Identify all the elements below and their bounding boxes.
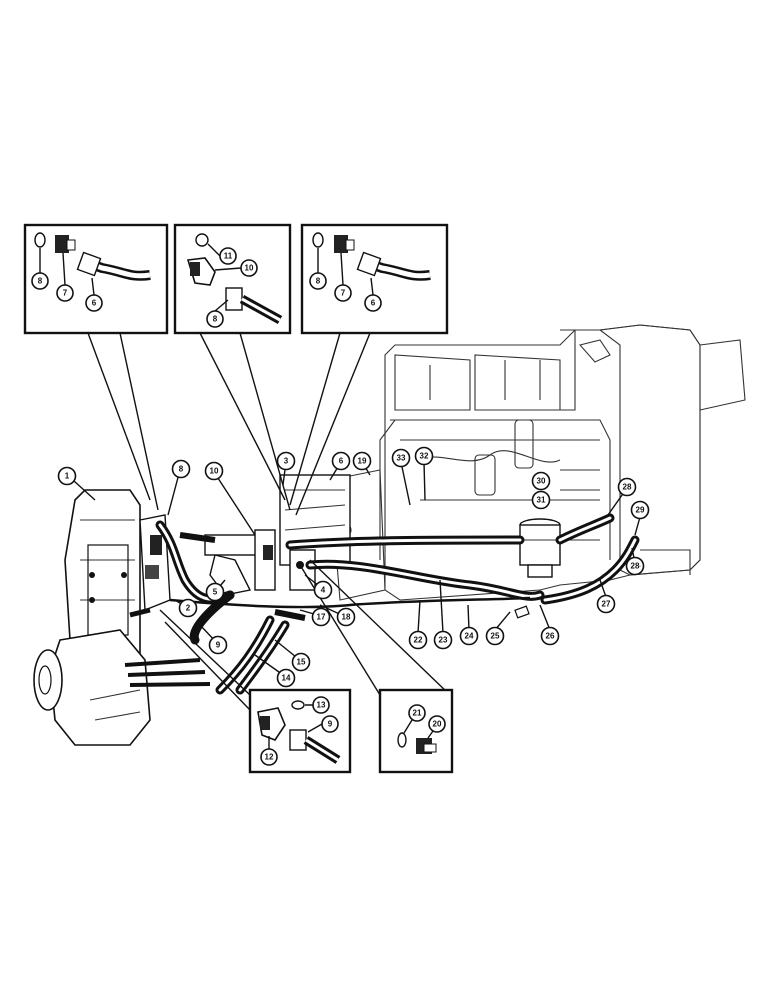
callout-10: 10 bbox=[204, 461, 224, 481]
callout-7-box-right: 7 bbox=[334, 284, 352, 302]
callout-label: 7 bbox=[341, 289, 346, 298]
callout-17: 17 bbox=[311, 607, 331, 627]
callout-label: 23 bbox=[439, 636, 448, 645]
callout-label: 27 bbox=[602, 600, 611, 609]
callout-22: 22 bbox=[408, 630, 428, 650]
callout-label: 9 bbox=[328, 720, 333, 729]
callout-label: 22 bbox=[414, 636, 423, 645]
callout-label: 13 bbox=[317, 701, 326, 710]
callout-33: 33 bbox=[391, 448, 411, 468]
callout-label: 11 bbox=[224, 252, 233, 261]
callout-label: 10 bbox=[210, 467, 219, 476]
hoses bbox=[129, 513, 640, 695]
callout-24: 24 bbox=[459, 626, 479, 646]
callout-6-box-right: 6 bbox=[364, 294, 382, 312]
callout-8-box-right: 8 bbox=[309, 272, 327, 290]
callout-8-box-left: 8 bbox=[31, 272, 49, 290]
callout-5: 5 bbox=[205, 582, 225, 602]
callout-28-lower: 28 bbox=[625, 556, 645, 576]
callout-label: 21 bbox=[413, 709, 422, 718]
callout-10-box: 10 bbox=[240, 259, 258, 277]
detail-box-center bbox=[173, 223, 292, 511]
callout-13: 13 bbox=[312, 696, 330, 714]
callout-label: 33 bbox=[397, 454, 406, 463]
callout-31: 31 bbox=[531, 490, 551, 510]
callout-25: 25 bbox=[485, 626, 505, 646]
detail-box-left bbox=[23, 223, 169, 511]
callout-label: 28 bbox=[631, 562, 640, 571]
callout-label: 12 bbox=[265, 753, 274, 762]
callout-14: 14 bbox=[276, 668, 296, 688]
callout-8: 8 bbox=[171, 459, 191, 479]
callout-label: 8 bbox=[213, 315, 218, 324]
callout-28-upper: 28 bbox=[617, 477, 637, 497]
callout-18: 18 bbox=[336, 607, 356, 627]
callout-label: 6 bbox=[92, 299, 97, 308]
callout-label: 25 bbox=[491, 632, 500, 641]
callout-label: 29 bbox=[636, 506, 645, 515]
callout-label: 18 bbox=[342, 613, 351, 622]
callout-8-box-center: 8 bbox=[206, 310, 224, 328]
callout-21: 21 bbox=[408, 704, 426, 722]
callout-11: 11 bbox=[219, 247, 237, 265]
transmission-housing bbox=[33, 489, 211, 746]
callout-4: 4 bbox=[313, 580, 333, 600]
callout-label: 9 bbox=[216, 641, 221, 650]
callout-label: 6 bbox=[371, 299, 376, 308]
callout-2: 2 bbox=[178, 598, 198, 618]
callout-label: 17 bbox=[317, 613, 326, 622]
callout-30: 30 bbox=[531, 471, 551, 491]
callout-32: 32 bbox=[414, 446, 434, 466]
callout-label: 1 bbox=[65, 472, 70, 481]
oil-filter bbox=[519, 518, 561, 578]
callout-label: 19 bbox=[358, 457, 367, 466]
callout-9-box: 9 bbox=[321, 715, 339, 733]
callout-label: 31 bbox=[537, 496, 546, 505]
callout-label: 8 bbox=[38, 277, 43, 286]
callout-12: 12 bbox=[260, 748, 278, 766]
detail-box-bottom-left bbox=[159, 609, 352, 774]
callout-label: 14 bbox=[282, 674, 291, 683]
callout-29: 29 bbox=[630, 500, 650, 520]
callout-label: 5 bbox=[213, 588, 218, 597]
callout-label: 8 bbox=[179, 465, 184, 474]
callout-26: 26 bbox=[540, 626, 560, 646]
callout-label: 8 bbox=[316, 277, 321, 286]
callout-1: 1 bbox=[57, 466, 77, 486]
callout-label: 32 bbox=[420, 452, 429, 461]
callout-15: 15 bbox=[291, 652, 311, 672]
callout-23: 23 bbox=[433, 630, 453, 650]
callout-label: 24 bbox=[465, 632, 474, 641]
callout-label: 20 bbox=[433, 720, 442, 729]
callout-3: 3 bbox=[276, 451, 296, 471]
callout-6-box-left: 6 bbox=[85, 294, 103, 312]
callout-20-box: 20 bbox=[428, 715, 446, 733]
callout-label: 15 bbox=[297, 658, 306, 667]
callout-label: 28 bbox=[623, 483, 632, 492]
callout-19: 19 bbox=[352, 451, 372, 471]
callout-label: 2 bbox=[186, 604, 191, 613]
callout-label: 3 bbox=[284, 457, 289, 466]
callout-9-main: 9 bbox=[208, 635, 228, 655]
callout-27: 27 bbox=[596, 594, 616, 614]
callout-label: 4 bbox=[321, 586, 326, 595]
callout-label: 7 bbox=[63, 289, 68, 298]
callout-7-box-left: 7 bbox=[56, 284, 74, 302]
callout-label: 6 bbox=[339, 457, 344, 466]
callout-label: 10 bbox=[245, 264, 254, 273]
callout-label: 30 bbox=[537, 477, 546, 486]
callout-6: 6 bbox=[331, 451, 351, 471]
callout-label: 26 bbox=[546, 632, 555, 641]
